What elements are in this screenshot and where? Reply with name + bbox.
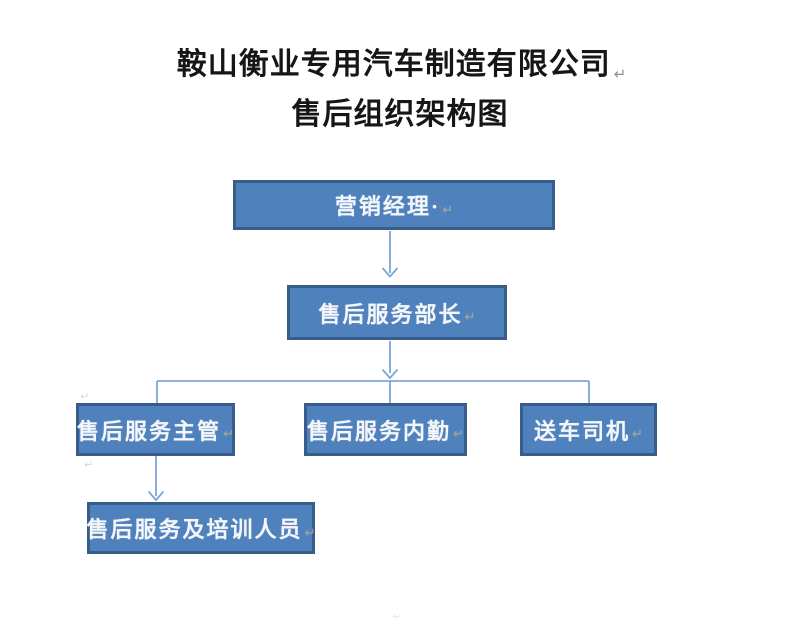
return-mark-icon: ↵ <box>453 427 464 442</box>
org-node-label: 售后服务及培训人员 <box>86 517 303 542</box>
return-mark-icon: ↵ <box>464 310 476 325</box>
org-node-label: 售后服务部长 <box>318 301 463 327</box>
return-mark-icon: ↵ <box>442 202 454 218</box>
org-node-aftersales-service-supervisor: 售后服务主管↵ <box>76 403 235 456</box>
org-node-label: 营销经理· <box>334 194 441 219</box>
paragraph-mark-faint: ↵ <box>80 390 90 403</box>
return-mark-icon: ↵ <box>613 65 627 83</box>
org-node-delivery-driver: 送车司机↵ <box>520 403 657 456</box>
arrowhead-director-to-bus <box>381 368 399 380</box>
org-node-label: 送车司机 <box>534 418 631 444</box>
arrowhead-supervisor-to-training <box>147 490 165 502</box>
return-mark-icon: ↵ <box>223 427 234 442</box>
org-node-marketing-manager: 营销经理·↵ <box>233 180 555 230</box>
chart-title-line2: 售后组织架构图 <box>291 98 509 131</box>
org-node-label: 售后服务主管 <box>77 418 222 444</box>
return-mark-icon: ↵ <box>632 427 643 442</box>
paragraph-mark-faint: ↵ <box>392 610 402 623</box>
return-mark-icon: ↵ <box>304 525 316 541</box>
chart-title: 鞍山衡业专用汽车制造有限公司↵ 售后组织架构图 <box>0 42 800 138</box>
org-node-aftersales-service-training-staff: 售后服务及培训人员↵ <box>87 502 315 554</box>
org-node-label: 售后服务内勤 <box>307 418 452 444</box>
paragraph-mark-faint: ↵ <box>84 458 94 471</box>
arrowhead-manager-to-director <box>381 267 399 278</box>
org-node-aftersales-service-office-staff: 售后服务内勤↵ <box>304 403 467 456</box>
chart-title-line1: 鞍山衡业专用汽车制造有限公司↵ <box>0 42 800 92</box>
chart-title-line1-text: 鞍山衡业专用汽车制造有限公司 <box>176 48 611 81</box>
org-node-aftersales-service-director: 售后服务部长↵ <box>287 285 507 340</box>
